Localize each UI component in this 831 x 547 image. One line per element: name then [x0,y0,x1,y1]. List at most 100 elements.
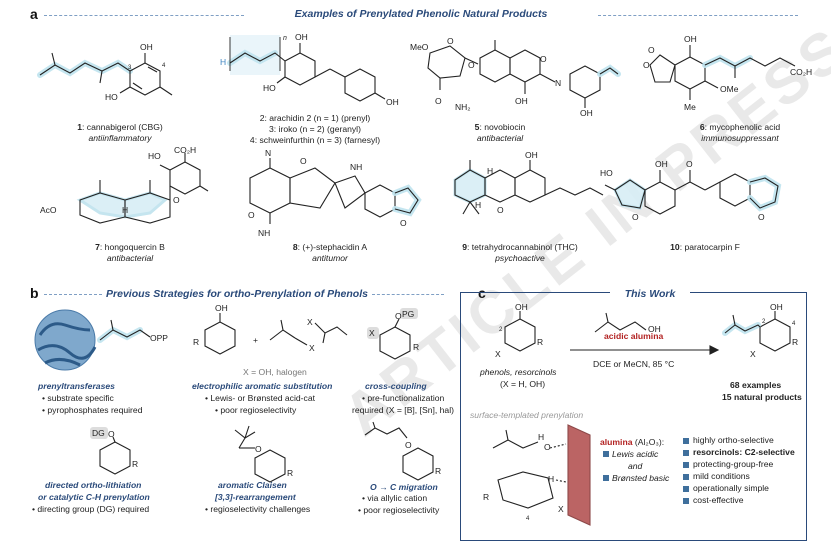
reaction-arrow [570,345,720,355]
svg-text:N: N [555,78,561,88]
mycophenolic-name: : mycophenolic acid [704,122,781,132]
feature-5: operationally simple [693,483,769,493]
stephacidin-structure: N NH O O NH O [248,148,422,238]
dg-title-1: directed ortho-lithiation [45,480,142,490]
examples-count: 68 examples [730,380,782,390]
svg-text:+: + [253,335,258,345]
prenyltransferase-protein-icon [34,309,97,371]
feature-2: resorcinols: C2-selective [693,447,795,457]
migration-title: O → C migration [370,482,438,492]
panel-b-rule-left [44,294,102,295]
svg-text:H: H [487,166,493,176]
svg-text:OH: OH [386,97,399,107]
cross-coupling-bullet-2: required (X = [B], [Sn], hal) [352,405,454,415]
feature-1: highly ortho-selective [693,435,774,445]
svg-text:OH: OH [215,303,228,313]
opp-structure: OPP [97,319,168,343]
svg-text:O: O [447,36,454,46]
claisen-bullet-1: • regioselectivity challenges [205,504,311,514]
svg-text:O: O [648,45,655,55]
svg-text:4: 4 [792,321,796,327]
svg-text:H: H [538,432,544,442]
svg-text:OH: OH [770,302,783,312]
svg-text:N: N [265,148,271,158]
svg-text:R: R [287,468,293,478]
bronsted-bullet-icon [603,475,609,481]
svg-text:2: 2 [499,327,503,333]
svg-text:HO: HO [105,92,118,102]
cbg-name: : cannabigerol (CBG) [82,122,163,132]
mycophenolic-number: 6 [699,122,705,132]
substrate-label: phenols, resorcinols [480,367,557,377]
svg-text:R: R [792,337,798,347]
feature-bullet-icon-1 [683,438,689,444]
paratocarpin-structure: HO OH O O O [600,159,782,222]
svg-text:MeO: MeO [410,42,429,52]
feature-4: mild conditions [693,471,750,481]
stephacidin-number: 8 [292,242,298,252]
paratocarpin-caption: 10: paratocarpin F [650,242,760,253]
svg-text:HO: HO [148,151,161,161]
cross-coupling-bullet-1: • pre-functionalization [362,393,445,403]
svg-text:O: O [255,444,262,454]
svg-text:NH: NH [350,162,362,172]
panel-a-title: Examples of Prenylated Phenolic Natural … [294,8,548,20]
dg-structure: DG O R [90,427,138,475]
bronsted-label: Brønsted basic [612,473,670,483]
svg-text:HO: HO [263,83,276,93]
alumina-label: alumina (Al₂O₃): [600,437,664,448]
eas-x-definition: X = OH, halogen [243,367,307,377]
feature-6: cost-effective [693,495,744,505]
svg-text:X: X [369,328,375,338]
hongoquercin-number: 7 [95,242,100,252]
claisen-title-2: [3,3]-rearrangement [215,492,296,502]
svg-text:O: O [400,218,407,228]
thc-caption: 9: tetrahydrocannabinol (THC) psychoacti… [455,242,585,264]
svg-text:O: O [643,60,650,70]
alumina-formula: (Al₂O₃): [634,437,665,447]
svg-text:O: O [632,212,639,222]
prenyltransferases-bullet-2: • pyrophosphates required [42,405,143,415]
svg-text:O: O [686,159,693,169]
svg-text:O: O [405,440,412,450]
cbg-activity: antiinflammatory [88,133,152,143]
svg-text:n: n [283,35,287,42]
panel-b-title: Previous Strategies for ortho-Prenylatio… [106,288,368,300]
hongoquercin-caption: 7: hongoquercin B antibacterial [75,242,185,264]
cross-coupling-structure: PG O X R [367,308,419,360]
thc-activity: psychoactive [495,253,545,263]
reagent-label: acidic alumina [604,331,664,341]
svg-text:OH: OH [648,324,661,334]
lewis-label: Lewis acidic [612,449,659,459]
claisen-structure: O R [234,425,293,483]
migration-structure: O R [364,421,441,481]
natural-products-count: 15 natural products [722,392,802,402]
paratocarpin-number: 10 [670,242,680,252]
feature-bullet-icon-4 [683,474,689,480]
feature-bullet-icon-3 [683,462,689,468]
svg-text:DG: DG [92,428,105,438]
svg-text:O: O [248,210,255,220]
conditions-label: DCE or MeCN, 85 °C [593,359,675,369]
svg-text:R: R [132,459,138,469]
novobiocin-name: : novobiocin [479,122,526,132]
svg-text:X: X [558,504,564,514]
svg-text:PG: PG [402,309,414,319]
svg-text:OMe: OMe [720,84,739,94]
svg-text:O: O [395,311,402,321]
novobiocin-number: 5 [474,122,480,132]
svg-text:OH: OH [140,42,153,52]
phenol-substrate-structure: OH R X 2 [495,302,543,359]
thc-structure: OH O H H [453,150,604,215]
schweinfurthin-line: 4: schweinfurthin (n = 3) (farnesyl) [249,135,381,145]
thc-name: : tetrahydrocannabinol (THC) [466,242,578,252]
svg-text:O: O [300,156,307,166]
novobiocin-caption: 5: novobiocin antibacterial [440,122,560,144]
svg-text:H: H [122,205,128,215]
eas-bullet-1: • Lewis- or Brønsted acid-cat [205,393,315,403]
svg-text:2: 2 [762,319,766,325]
svg-text:OH: OH [515,302,528,312]
novobiocin-activity: antibacterial [476,133,524,143]
claisen-title-1: aromatic Claisen [218,480,287,490]
and-label: and [628,461,643,471]
